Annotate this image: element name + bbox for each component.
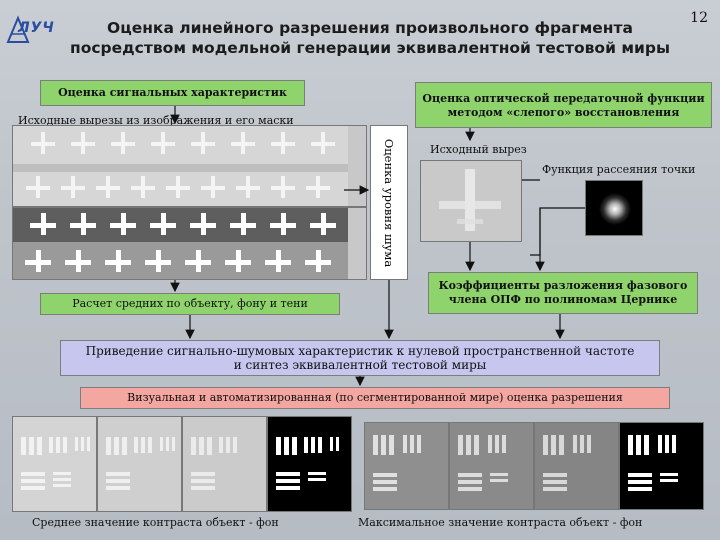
source-cuts-label: Исходные вырезы из изображения и его мас… (18, 114, 294, 127)
psf-picture (586, 181, 642, 235)
averages-box: Расчет средних по объекту, фону и тени (40, 293, 340, 315)
averages-label: Расчет средних по объекту, фону и тени (72, 297, 308, 310)
test-chart-image-1 (12, 416, 97, 512)
page-number: 12 (690, 10, 708, 26)
test-chart-picture-6 (458, 435, 508, 491)
title-line-1: Оценка линейного разрешения произвольног… (107, 19, 633, 37)
test-chart-picture-4 (276, 437, 339, 490)
test-chart-image-3 (182, 416, 267, 512)
test-chart-picture-5 (373, 435, 421, 491)
source-cut-label: Исходный вырез (430, 143, 527, 156)
test-chart-picture-8 (628, 435, 678, 491)
test-chart-image-8 (619, 422, 704, 510)
test-chart-image-7 (534, 422, 619, 510)
test-chart-image-2 (97, 416, 182, 512)
title-line-2: посредством модельной генерации эквивале… (70, 39, 670, 57)
max-contrast-caption: Максимальное значение контраста объект -… (358, 516, 643, 529)
synthesis-box: Приведение сигнально-шумовых характерист… (60, 340, 660, 376)
source-cut-picture (421, 161, 521, 241)
test-chart-picture-3 (191, 437, 237, 490)
average-contrast-caption: Среднее значение контраста объект - фон (32, 516, 279, 529)
test-chart-picture-1 (21, 437, 90, 490)
planes-mask-image (13, 208, 366, 279)
zernike-box: Коэффициенты разложения фазового члена О… (428, 272, 698, 314)
source-cut-image (420, 160, 522, 242)
psf-label: Функция рассеяния точки (542, 163, 696, 176)
test-chart-picture-2 (106, 437, 175, 490)
test-chart-image-5 (364, 422, 449, 510)
luch-logo-icon (6, 15, 30, 43)
zernike-label: Коэффициенты разложения фазового члена О… (438, 279, 688, 306)
evaluation-box: Визуальная и автоматизированная (по сегм… (80, 387, 670, 409)
logo-text: ЛУЧ (18, 20, 55, 36)
otf-estimation-label: Оценка оптической передаточной функции м… (422, 92, 705, 119)
mask-image-strip (12, 207, 367, 280)
arrow-psf-to-zernike (530, 207, 585, 256)
synthesis-label: Приведение сигнально-шумовых характерист… (85, 344, 635, 372)
signal-characteristics-label: Оценка сигнальных характеристик (58, 86, 287, 99)
source-image-strip (12, 125, 367, 207)
signal-characteristics-box: Оценка сигнальных характеристик (40, 80, 305, 106)
psf-image (585, 180, 643, 236)
test-chart-picture-7 (543, 435, 591, 491)
test-chart-image-6 (449, 422, 534, 510)
test-chart-image-4 (267, 416, 352, 512)
planes-original-image (13, 126, 366, 206)
otf-estimation-box: Оценка оптической передаточной функции м… (415, 82, 712, 128)
slide-title: Оценка линейного разрешения произвольног… (40, 18, 700, 58)
evaluation-label: Визуальная и автоматизированная (по сегм… (127, 391, 623, 404)
noise-level-box: Оценка уровня шума (370, 125, 408, 280)
